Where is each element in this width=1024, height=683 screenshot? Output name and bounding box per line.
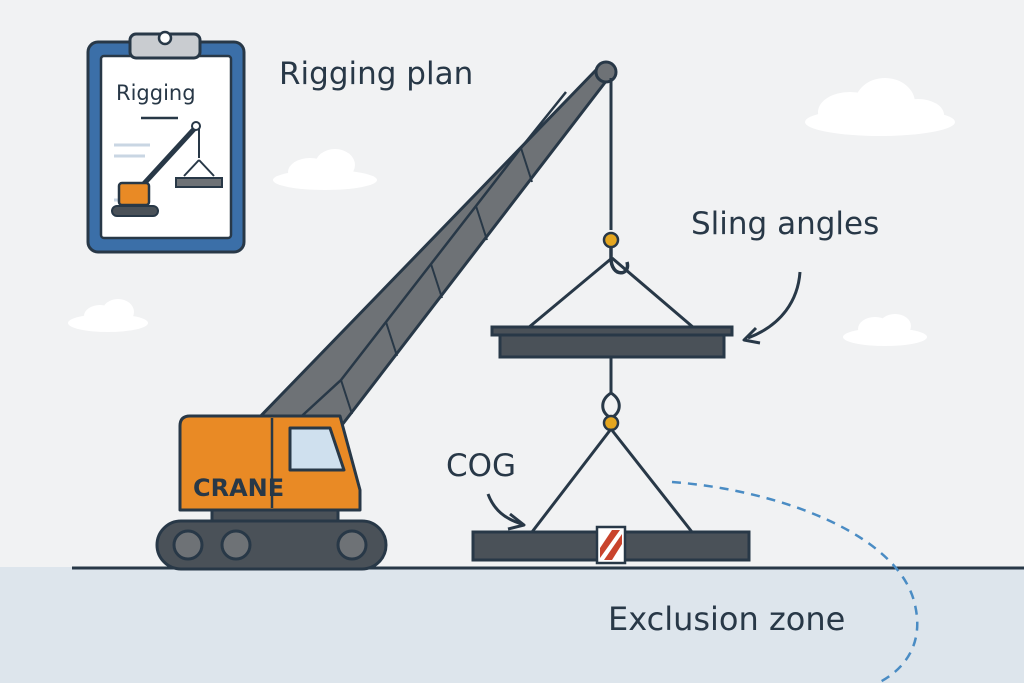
cog-label: COG [446,448,517,484]
cog-marker [595,525,627,565]
lower-sling-left [530,428,613,533]
shackle [601,391,621,420]
hook-swivel [602,231,620,249]
sling-angles-arrow [742,271,802,345]
sling-angles-label: Sling angles [691,206,880,242]
sling-left [527,256,613,330]
cloud-small-right [843,314,927,346]
ground-area [0,567,1024,683]
cloud-mid [273,149,377,190]
crane-tracks [155,519,388,571]
crane-boom [250,60,618,427]
sling-right [611,256,695,330]
spreader-beam [498,333,726,359]
lower-sling-right [609,428,694,533]
clipboard-icon: Rigging [86,30,246,254]
cloud-right [805,78,955,136]
crane-label: CRANE [193,474,284,502]
rigging-plan-label: Rigging plan [279,56,474,92]
crane-body: CRANE [178,414,362,527]
clouds [68,78,955,346]
lower-hook-swivel [602,414,620,432]
clipboard-heading: Rigging [116,81,196,105]
exclusion-zone-boundary [671,480,919,683]
cog-arrow [486,493,526,531]
cloud-left [68,299,148,332]
exclusion-zone-label: Exclusion zone [608,600,846,638]
